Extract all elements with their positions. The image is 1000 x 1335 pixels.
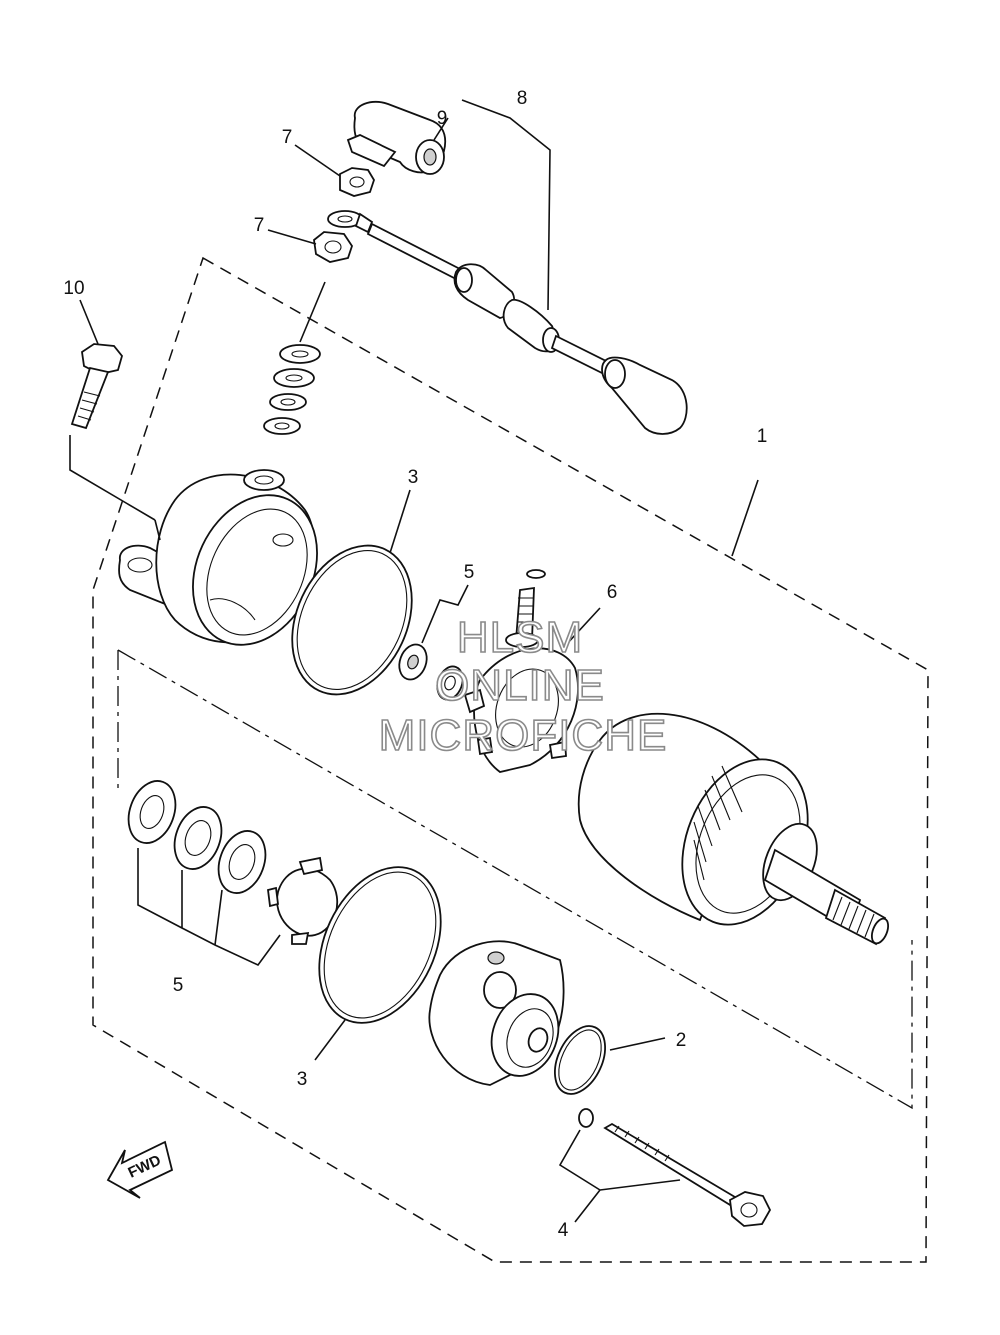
lead-wire-assembly (327, 100, 688, 435)
o-ring-lower-inner (323, 871, 437, 1019)
washer-stack (263, 344, 321, 435)
fwd-arrow-icon: FWD (106, 1140, 174, 1199)
watermark-line2: ONLINE (435, 661, 605, 710)
part-1-dash-link (154, 519, 161, 541)
o-ring-upper (291, 544, 413, 696)
inner-group-line (117, 649, 913, 1110)
boot-leader (433, 117, 449, 141)
watermark-line3: MICROFICHE (379, 711, 668, 760)
callout-5-lower: 5 (173, 975, 184, 996)
callout-3-lower: 3 (297, 1069, 308, 1090)
part-4-bracket (558, 1129, 681, 1223)
nut-lower (313, 231, 353, 263)
callout-8: 8 (517, 88, 528, 109)
o-ring-small (554, 1025, 606, 1095)
o-ring-small-leader (609, 1037, 666, 1051)
armature-group-leader (731, 479, 759, 557)
washers-upper-leader (421, 584, 469, 644)
o-ring-lower-leader (314, 1019, 346, 1061)
lead-wire-bracket (461, 99, 551, 311)
rear-housing (118, 469, 318, 646)
o-ring-upper-inner (296, 549, 408, 691)
bolt-10 (70, 343, 123, 430)
callout-3-upper: 3 (408, 467, 419, 488)
callout-7-upper: 7 (282, 127, 293, 148)
callout-7-lower: 7 (254, 215, 265, 236)
callout-1: 1 (757, 426, 768, 447)
washer-stack-leader (299, 281, 326, 343)
washers-upper (398, 643, 464, 701)
watermark-line1: HLSM (457, 613, 583, 662)
callout-6: 6 (607, 582, 618, 603)
front-housing (428, 940, 565, 1086)
o-ring-upper-leader (389, 489, 411, 554)
bolt-10-leader (79, 299, 99, 345)
bolt-10-group-line (69, 435, 156, 521)
o-ring-tiny (578, 1108, 594, 1128)
o-ring-lower (318, 866, 442, 1024)
o-ring-small-inner (558, 1029, 602, 1091)
nut-upper-leader (294, 144, 341, 177)
through-bolt (603, 1122, 772, 1227)
callout-9: 9 (437, 108, 448, 129)
callout-4: 4 (558, 1220, 569, 1241)
brush-holder-leader (564, 607, 601, 647)
brush-holder (463, 569, 579, 773)
callout-10: 10 (63, 278, 84, 299)
callout-5-upper: 5 (464, 562, 475, 583)
washers-lower (127, 780, 339, 945)
armature-yoke (577, 713, 890, 946)
washers-lower-bracket (137, 848, 281, 967)
nut-upper (339, 167, 375, 197)
nut-lower-leader (267, 229, 317, 245)
callout-2: 2 (676, 1030, 687, 1051)
